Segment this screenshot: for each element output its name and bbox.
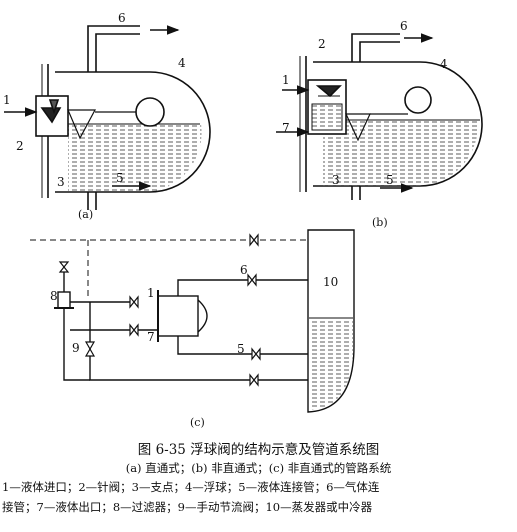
a-liquid-level <box>68 124 202 192</box>
c-panel-label: (c) <box>190 416 205 429</box>
b-liquid-level <box>323 120 479 186</box>
a-fulcrum <box>67 109 97 140</box>
c-liquid-line <box>177 336 308 355</box>
b-panel-label: (b) <box>372 216 388 229</box>
a-gas-pipe <box>87 25 140 72</box>
c-label-10: 10 <box>323 275 338 289</box>
c-evaporator-vessel <box>307 229 355 413</box>
diagram-c-labels: 1 5 6 7 8 9 10 (c) <box>50 263 338 429</box>
valve-filter-top <box>58 261 70 273</box>
figure-title: 图 6-35 浮球阀的结构示意及管道系统图 <box>137 442 380 458</box>
a-label-1: 1 <box>3 93 11 107</box>
b-label-3: 3 <box>332 173 340 187</box>
c-label-5: 5 <box>237 342 245 356</box>
diagram-b-labels: 1 2 3 4 5 6 7 (b) <box>282 19 448 229</box>
valve-liquid-line <box>251 347 261 361</box>
diagram-a-direct-type <box>4 25 211 210</box>
figure-legend-line-1: 1—液体进口；2—针阀；3—支点；4—浮球；5—液体连接管；6—气体连 <box>2 480 380 494</box>
valve-outlet-7 <box>129 323 139 337</box>
figure-legend-line-2: 接管；7—液体出口；8—过滤器；9—手动节流阀；10—蒸发器或中冷器 <box>2 500 373 514</box>
a-label-4: 4 <box>178 56 186 70</box>
c-label-1: 1 <box>147 286 155 300</box>
b-float-chamber <box>313 61 483 187</box>
b-label-5: 5 <box>386 173 394 187</box>
valve-throttle-9 <box>84 341 96 357</box>
c-label-8: 8 <box>50 289 58 303</box>
b-label-6: 6 <box>400 19 408 33</box>
figure-subtitle: (a) 直通式；(b) 非直通式；(c) 非直通式的管路系统 <box>125 461 392 475</box>
a-label-5: 5 <box>116 171 124 185</box>
b-float-ball <box>404 86 432 114</box>
b-label-2: 2 <box>318 37 326 51</box>
c-valves <box>58 233 261 387</box>
b-fulcrum <box>345 113 371 142</box>
b-gas-pipe <box>351 33 400 62</box>
c-gas-line <box>177 279 308 296</box>
c-label-6: 6 <box>240 263 248 277</box>
diagram-c-piping-system <box>30 229 355 413</box>
c-label-7: 7 <box>147 330 155 344</box>
c-float-valve <box>157 295 199 337</box>
diagram-a-labels: 1 2 3 4 5 6 (a) <box>3 11 186 221</box>
valve-gas-line <box>247 273 257 287</box>
a-label-3: 3 <box>57 175 65 189</box>
a-label-6: 6 <box>118 11 126 25</box>
b-label-1: 1 <box>282 73 290 87</box>
valve-bypass-line <box>249 373 259 387</box>
c-label-9: 9 <box>72 341 80 355</box>
c-filter <box>57 291 71 309</box>
valve-top-dashed <box>249 233 259 247</box>
b-label-7: 7 <box>282 121 290 135</box>
diagram-b-indirect-type <box>276 33 483 200</box>
b-label-4: 4 <box>440 57 448 71</box>
a-label-2: 2 <box>16 139 24 153</box>
valve-inlet-1 <box>129 295 139 309</box>
c-supply-line <box>63 296 90 381</box>
c-bypass-line <box>89 302 308 381</box>
a-float-chamber <box>55 71 211 193</box>
a-panel-label: (a) <box>78 208 93 221</box>
a-float-ball <box>135 97 165 127</box>
